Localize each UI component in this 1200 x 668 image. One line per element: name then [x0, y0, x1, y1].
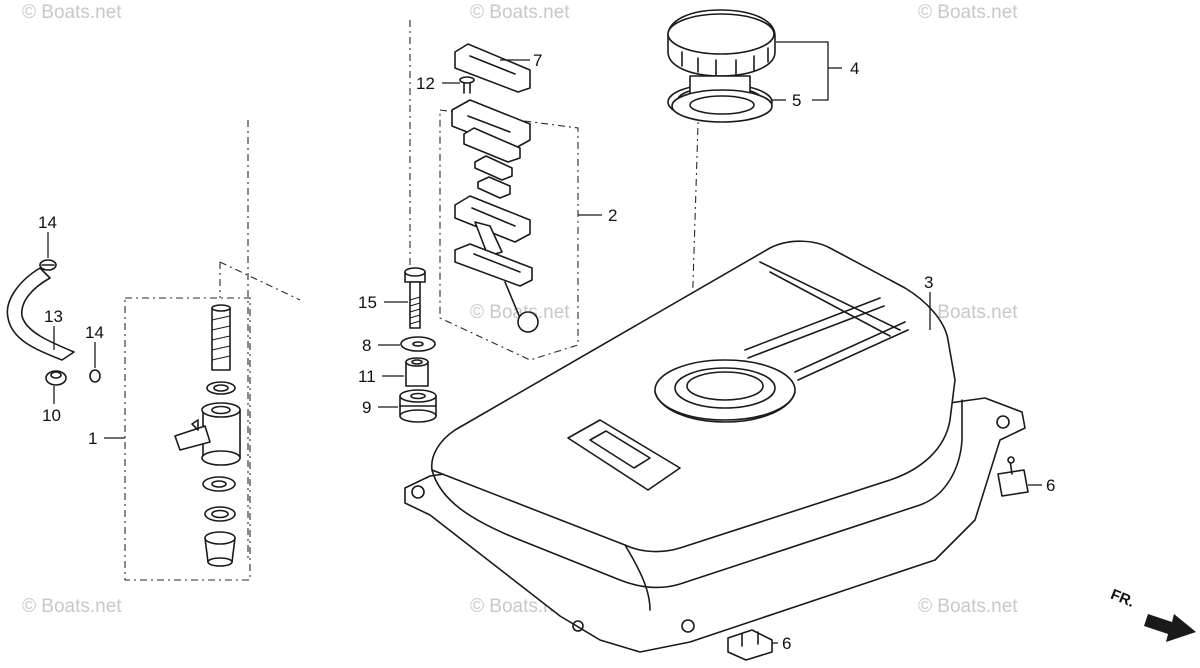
- fuel-tube: [6, 267, 75, 361]
- watermark-top-left: © Boats.net: [22, 2, 122, 23]
- callout-3: 3: [924, 273, 933, 292]
- callout-15: 15: [358, 293, 377, 312]
- watermark-bottom-left: © Boats.net: [22, 596, 122, 617]
- callout-14-upper: 14: [38, 213, 57, 232]
- front-direction-indicator: FR.: [1108, 586, 1196, 642]
- gauge-screw: [459, 76, 475, 94]
- fuel-gauge-assembly: [439, 99, 579, 361]
- tank-clip-right: [997, 456, 1029, 497]
- fuel-tank: [404, 240, 1026, 653]
- callout-8: 8: [362, 336, 371, 355]
- watermark-top-center: © Boats.net: [470, 2, 570, 23]
- callout-numbers: 7 12 4 5 2 3 15 8 11 9 1 14 13 14 10 6 6: [38, 51, 1055, 653]
- cap-gasket: [671, 89, 773, 123]
- callout-6-right: 6: [1046, 476, 1055, 495]
- front-arrow-icon: [1144, 614, 1196, 642]
- callout-12: 12: [416, 74, 435, 93]
- callout-7: 7: [533, 51, 542, 70]
- leader-lines: [47, 41, 1042, 644]
- mounting-bolt: [404, 267, 426, 329]
- watermarks: © Boats.net © Boats.net © Boats.net © Bo…: [22, 2, 1018, 617]
- watermark-bottom-right: © Boats.net: [918, 596, 1018, 617]
- collar: [405, 357, 429, 387]
- rubber-mount: [399, 389, 437, 423]
- washer: [400, 336, 436, 352]
- front-label: FR.: [1108, 586, 1137, 611]
- callout-9: 9: [362, 398, 371, 417]
- callout-6-bottom: 6: [782, 634, 791, 653]
- callout-2: 2: [608, 206, 617, 225]
- tube-clip-upper: [39, 259, 57, 271]
- gauge-plate: [454, 43, 531, 93]
- callout-5: 5: [792, 91, 801, 110]
- watermark-middle-center: © Boats.net: [470, 302, 570, 323]
- watermark-middle-right: © Boats.net: [918, 302, 1018, 323]
- tank-clip-bottom: [727, 629, 773, 661]
- tube-clip-lower: [89, 369, 101, 383]
- callout-13: 13: [44, 307, 63, 326]
- callout-10: 10: [42, 406, 61, 425]
- fuel-valve-assembly: [124, 262, 251, 581]
- callout-4: 4: [850, 59, 859, 78]
- part-10-grommet: [45, 370, 67, 386]
- callout-14-lower: 14: [85, 323, 104, 342]
- watermark-top-right: © Boats.net: [918, 2, 1018, 23]
- callout-11: 11: [358, 367, 376, 386]
- callout-1: 1: [88, 429, 97, 448]
